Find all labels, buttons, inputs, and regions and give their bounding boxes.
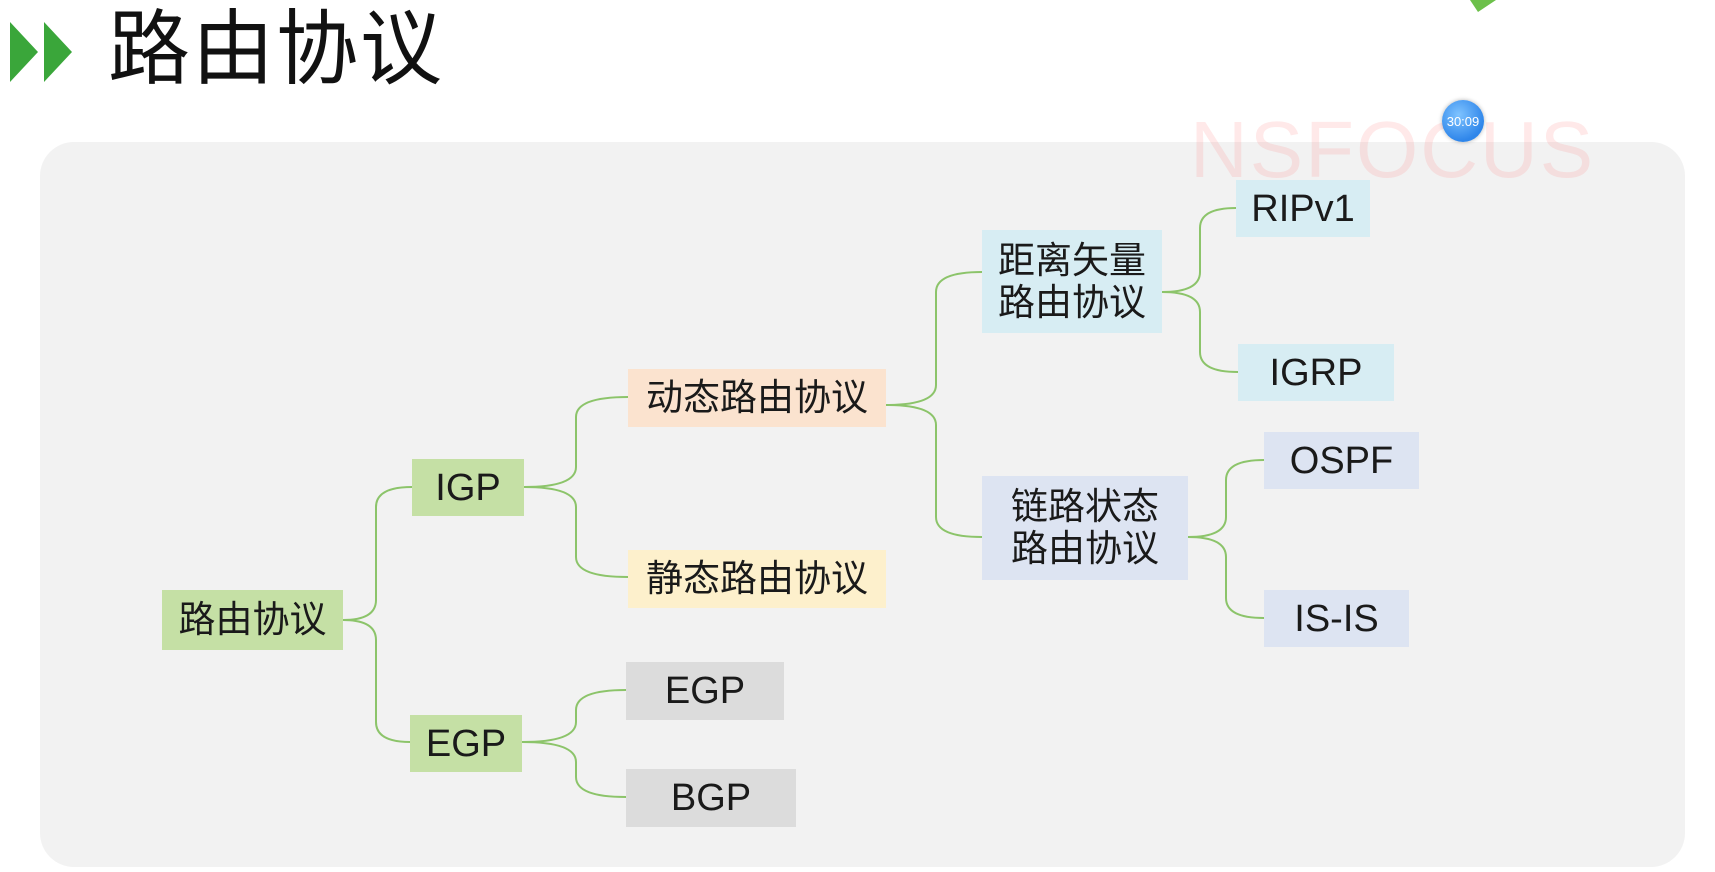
connector-root-egp [342, 619, 411, 743]
node-egp-leaf: EGP [626, 662, 784, 720]
node-is-is-label: IS-IS [1294, 597, 1379, 640]
connector-dynamic-ls [885, 404, 983, 538]
node-igrp-label: IGRP [1269, 351, 1363, 394]
connector-ls-ospf [1187, 459, 1265, 538]
page-title: 路由协议 [108, 2, 445, 97]
node-distance-vector-line2: 路由协议 [998, 280, 1146, 324]
node-dynamic-routing-label: 动态路由协议 [646, 376, 868, 419]
connector-ls-isis [1187, 536, 1265, 619]
corner-decoration [1470, 0, 1496, 12]
node-static-routing-label: 静态路由协议 [646, 557, 868, 600]
connector-dynamic-dv [885, 271, 983, 406]
node-egp-label: EGP [425, 722, 507, 765]
connector-dv-ripv1 [1161, 207, 1237, 293]
watermark: NSFOCUS [1190, 105, 1596, 194]
node-link-state-line2: 路由协议 [1011, 527, 1159, 570]
title-arrows-icon [10, 22, 72, 82]
connector-igp-static [523, 486, 629, 578]
node-link-state: 链路状态 路由协议 [982, 476, 1188, 580]
connector-igp-dynamic [523, 396, 629, 488]
node-link-state-line1: 链路状态 [1011, 485, 1159, 528]
node-root: 路由协议 [162, 590, 343, 650]
node-static-routing: 静态路由协议 [628, 550, 886, 608]
node-igp-label: IGP [435, 466, 501, 509]
timer-badge: 30:09 [1442, 100, 1484, 142]
node-dynamic-routing: 动态路由协议 [628, 369, 886, 427]
connector-root-igp [342, 486, 413, 621]
node-ripv1-label: RIPv1 [1251, 187, 1355, 230]
node-root-label: 路由协议 [178, 598, 327, 641]
connector-egp-bgp [521, 741, 627, 798]
connector-egp-egp [521, 689, 627, 743]
node-bgp-label: BGP [670, 777, 752, 819]
node-is-is: IS-IS [1264, 590, 1409, 647]
node-ospf: OSPF [1264, 432, 1419, 489]
node-egp-leaf-label: EGP [664, 670, 746, 712]
node-igrp: IGRP [1238, 344, 1394, 401]
node-bgp: BGP [626, 769, 796, 827]
node-distance-vector: 距离矢量 路由协议 [982, 230, 1162, 333]
node-egp: EGP [410, 715, 522, 772]
node-igp: IGP [412, 459, 524, 516]
node-ospf-label: OSPF [1289, 439, 1394, 482]
connector-dv-igrp [1161, 291, 1239, 373]
diagram-panel [40, 142, 1685, 867]
node-distance-vector-line1: 距离矢量 [998, 238, 1146, 282]
node-ripv1: RIPv1 [1236, 180, 1370, 237]
